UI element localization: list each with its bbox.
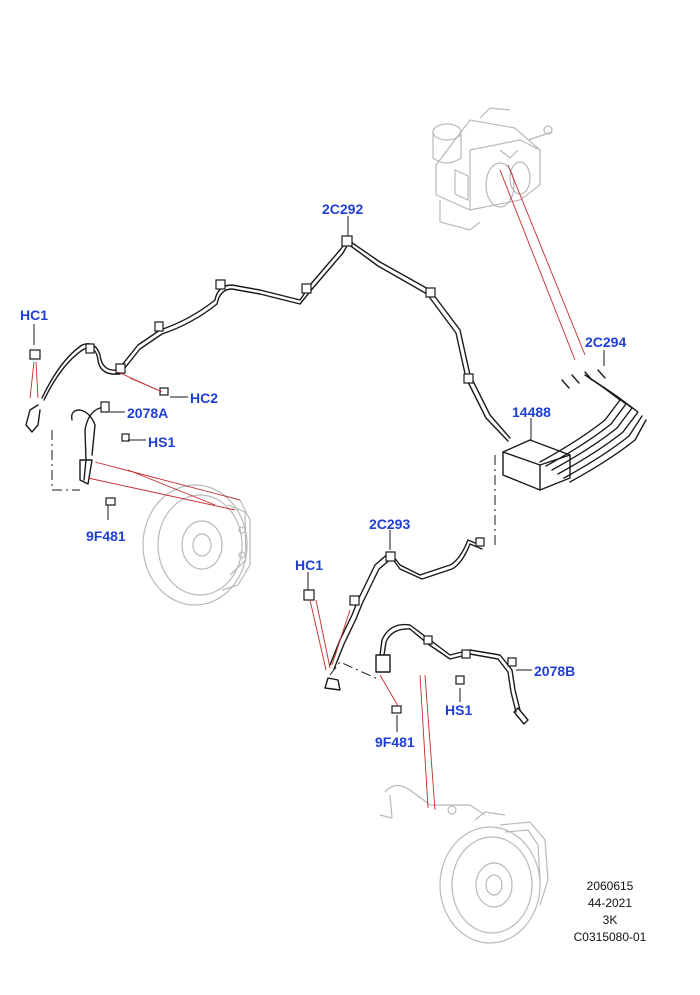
reference-line-2: 44-2021	[587, 896, 633, 910]
callout-2c294[interactable]: 2C294	[585, 334, 627, 350]
master-cylinder-booster	[432, 107, 553, 231]
callout-leaders	[33, 216, 605, 732]
callout-hc1-right[interactable]: HC1	[295, 557, 324, 573]
callout-2c293[interactable]: 2C293	[369, 516, 411, 532]
drawing-reference: 2060615 44-2021 3K C0315080-01	[560, 878, 660, 946]
reference-line-1: 2060615	[586, 879, 634, 893]
callout-9f481-right[interactable]: 9F481	[375, 734, 415, 750]
leader-lines	[29, 164, 586, 811]
right-brake-disc	[379, 784, 549, 944]
callout-2078b[interactable]: 2078B	[534, 663, 576, 679]
callout-2078a[interactable]: 2078A	[127, 405, 169, 421]
callout-hs1-left[interactable]: HS1	[148, 434, 176, 450]
line-clips	[29, 235, 517, 714]
callout-hs1-right[interactable]: HS1	[445, 702, 473, 718]
callout-14488[interactable]: 14488	[512, 404, 551, 420]
callout-hc2[interactable]: HC2	[190, 390, 219, 406]
callout-hc1-left[interactable]: HC1	[20, 307, 49, 323]
dash-dot-lines	[51, 430, 496, 681]
brake-lines	[25, 239, 647, 725]
callout-9f481-left[interactable]: 9F481	[86, 528, 126, 544]
reference-line-4: C0315080-01	[573, 930, 647, 944]
reference-line-3: 3K	[602, 913, 618, 927]
callout-2c292[interactable]: 2C292	[322, 201, 364, 217]
left-brake-disc	[142, 484, 251, 606]
